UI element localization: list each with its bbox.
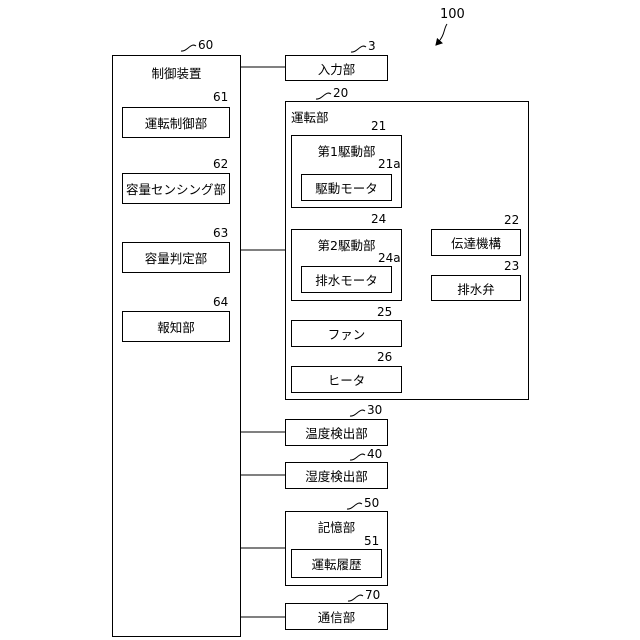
drain-motor: 排水モータ <box>301 266 392 293</box>
ref-62: 62 <box>213 157 228 171</box>
notification-unit: 報知部 <box>122 311 230 342</box>
figure-ref: 100 <box>440 8 465 22</box>
ref-24: 24 <box>371 212 386 226</box>
ref-70: 70 <box>365 588 380 602</box>
ref-21a: 21a <box>378 157 401 171</box>
ref-25: 25 <box>377 305 392 319</box>
leader-40 <box>350 454 365 460</box>
ref-60: 60 <box>198 38 213 52</box>
capacity-sensing-unit: 容量センシング部 <box>122 173 230 204</box>
ref-50: 50 <box>364 496 379 510</box>
drive-motor: 駆動モータ <box>301 174 392 201</box>
ref-63: 63 <box>213 226 228 240</box>
leader-30 <box>350 410 365 416</box>
communication-unit: 通信部 <box>285 603 388 630</box>
ref-30: 30 <box>367 403 382 417</box>
ref-20: 20 <box>333 86 348 100</box>
humidity-detector: 湿度検出部 <box>285 462 388 489</box>
transmission-mechanism: 伝達機構 <box>431 229 521 256</box>
control-device-label: 制御装置 <box>113 63 240 82</box>
figure-ref-arrow <box>436 24 447 45</box>
heater-unit: ヒータ <box>291 366 402 393</box>
leader-50 <box>347 503 362 509</box>
operation-control-unit: 運転制御部 <box>122 107 230 138</box>
control-device-box: 制御装置 <box>112 55 241 637</box>
ref-40: 40 <box>367 447 382 461</box>
ref-51: 51 <box>364 534 379 548</box>
input-unit: 入力部 <box>285 55 388 81</box>
ref-21: 21 <box>371 119 386 133</box>
operation-history: 運転履歴 <box>291 549 382 578</box>
leader-60 <box>181 45 196 51</box>
ref-64: 64 <box>213 295 228 309</box>
ref-24a: 24a <box>378 251 401 265</box>
drain-valve: 排水弁 <box>431 275 521 301</box>
leader-20 <box>316 93 331 99</box>
temperature-detector: 温度検出部 <box>285 419 388 446</box>
ref-3: 3 <box>368 39 376 53</box>
ref-22: 22 <box>504 213 519 227</box>
fan-unit: ファン <box>291 320 402 347</box>
ref-23: 23 <box>504 259 519 273</box>
leader-3 <box>351 46 366 52</box>
ref-26: 26 <box>377 350 392 364</box>
ref-61: 61 <box>213 90 228 104</box>
operation-unit-label: 運転部 <box>291 107 329 126</box>
leader-70 <box>348 595 363 601</box>
capacity-judgment-unit: 容量判定部 <box>122 242 230 273</box>
